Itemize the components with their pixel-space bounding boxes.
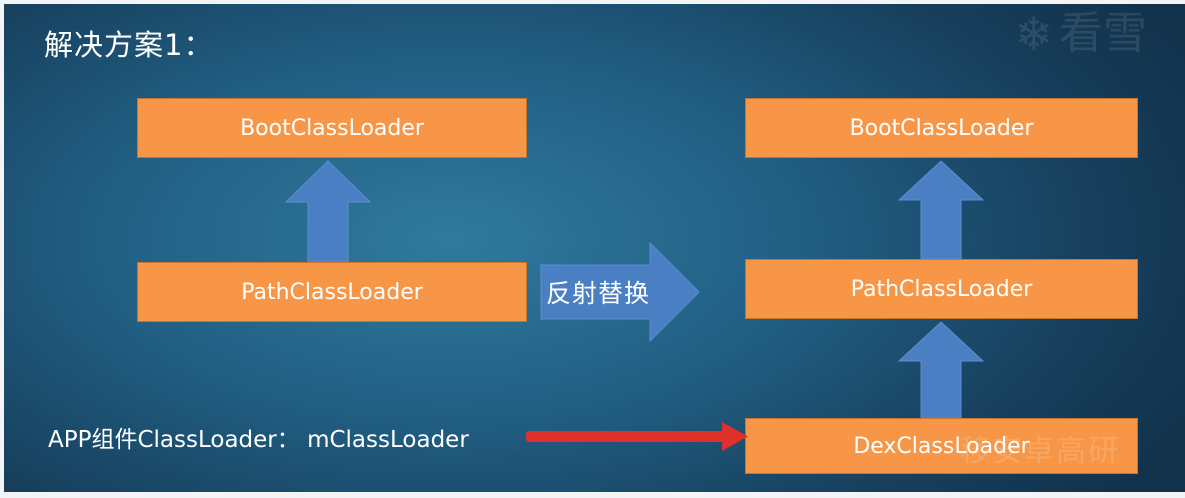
watermark-text: 看雪 (1059, 8, 1147, 59)
left-border (0, 0, 4, 498)
reflect-replace-label: 反射替换 (546, 279, 651, 308)
top-border (0, 0, 1185, 4)
bottom-border (0, 492, 1185, 498)
left-boot-classloader-box: BootClassLoader (137, 98, 527, 158)
reflect-replace-arrow: 反射替换 (540, 241, 700, 343)
red-pointer-arrow-icon (526, 422, 748, 451)
dex-classloader-box: DexClassLoader (745, 418, 1138, 474)
left-up-arrow-icon (284, 160, 372, 263)
left-boot-classloader-label: BootClassLoader (240, 115, 424, 141)
faint-watermark-text: 移安卓高研 (960, 434, 1120, 469)
right-arrow-icon (540, 241, 700, 343)
right-boot-classloader-label: BootClassLoader (849, 115, 1034, 141)
watermark: ❄ 看雪 (1014, 8, 1147, 60)
snowflake-icon: ❄ (1014, 7, 1053, 61)
dex-classloader-label: DexClassLoader (853, 433, 1030, 459)
left-path-classloader-box: PathClassLoader (137, 262, 527, 322)
right-boot-classloader-box: BootClassLoader (745, 98, 1138, 158)
left-path-classloader-label: PathClassLoader (241, 279, 423, 305)
right-lower-up-arrow-icon (897, 321, 985, 419)
app-classloader-caption: APP组件ClassLoader： mClassLoader (48, 427, 469, 453)
right-upper-up-arrow-icon (897, 160, 985, 260)
right-path-classloader-box: PathClassLoader (745, 259, 1138, 319)
slide-title: 解决方案1： (44, 28, 214, 62)
right-path-classloader-label: PathClassLoader (850, 276, 1033, 302)
